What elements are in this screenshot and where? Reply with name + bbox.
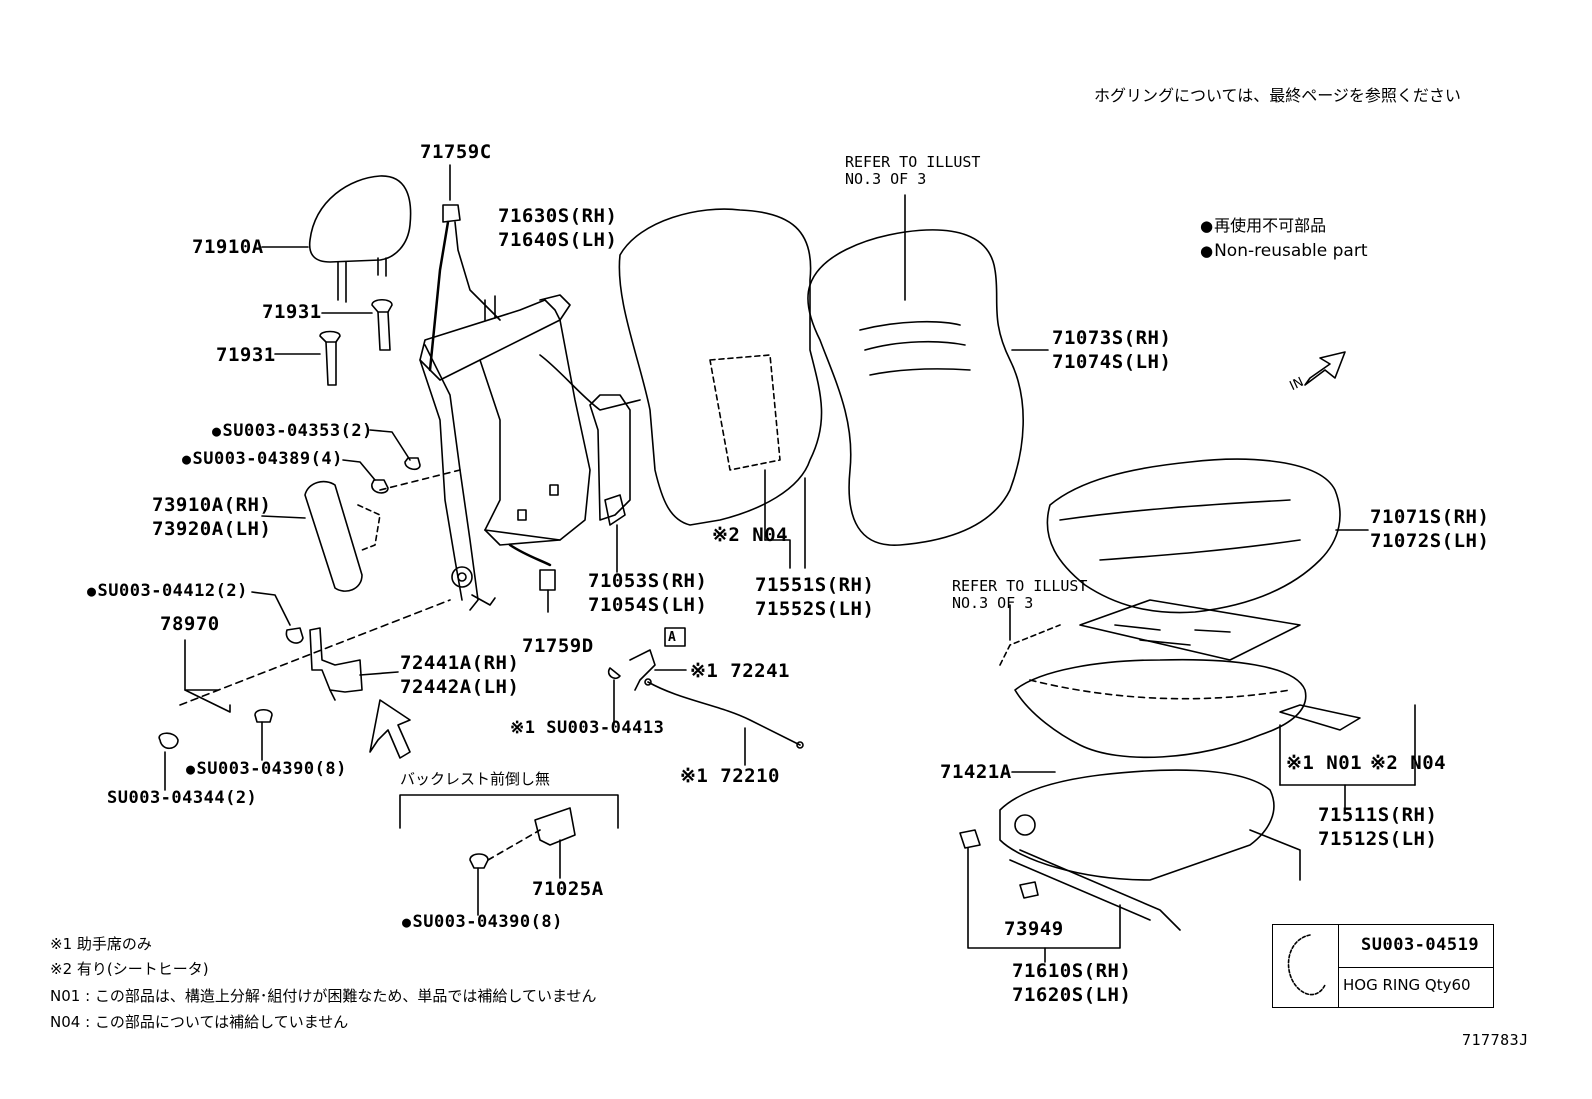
refer-illust-mid-2: NO.3 OF 3 bbox=[952, 594, 1034, 612]
hog-ring-box: SU003-04519 HOG RING Qty60 bbox=[1272, 924, 1494, 1008]
part-78970[interactable]: 78970 bbox=[160, 613, 220, 635]
illustration-id: 717783J bbox=[1462, 1031, 1529, 1049]
part-71074S[interactable]: 71074S(LH) bbox=[1052, 351, 1172, 373]
part-SU003-04412[interactable]: SU003-04412(2) bbox=[87, 583, 248, 600]
part-71072S[interactable]: 71072S(LH) bbox=[1370, 530, 1490, 552]
part-71620S[interactable]: 71620S(LH) bbox=[1012, 984, 1132, 1006]
part-71630S[interactable]: 71630S(RH) bbox=[498, 205, 618, 227]
part-72441A[interactable]: 72441A(RH) bbox=[400, 652, 520, 674]
refer-illust-top-2: NO.3 OF 3 bbox=[845, 170, 927, 188]
reference-mark-A: A bbox=[668, 630, 677, 645]
backrest-frame-drawing bbox=[419, 294, 641, 611]
part-71421A[interactable]: 71421A bbox=[940, 761, 1012, 783]
part-SU003-04389[interactable]: SU003-04389(4) bbox=[182, 451, 343, 468]
part-72442A[interactable]: 72442A(LH) bbox=[400, 676, 520, 698]
note-N01: N01 : この部品は、構造上分解･組付けが困難なため、単品では補給していません bbox=[50, 987, 597, 1005]
part-71025A[interactable]: 71025A bbox=[532, 878, 604, 900]
part-SU003-04390-a[interactable]: SU003-04390(8) bbox=[186, 761, 347, 778]
headrest-drawing bbox=[261, 175, 412, 303]
part-N04-seat-heater-back[interactable]: ※2 N04 bbox=[712, 524, 789, 546]
part-71931-b[interactable]: 71931 bbox=[216, 344, 276, 366]
hog-ring-note: ホグリングについては、最終ページを参照ください bbox=[1094, 86, 1461, 105]
part-N04-seat-heater-cushion[interactable]: ※2 N04 bbox=[1370, 752, 1447, 774]
hog-ring-description: HOG RING Qty60 bbox=[1343, 976, 1471, 994]
refer-illust-top-1: REFER TO ILLUST bbox=[845, 153, 981, 171]
part-SU003-04353[interactable]: SU003-04353(2) bbox=[212, 423, 373, 440]
part-71640S[interactable]: 71640S(LH) bbox=[498, 229, 618, 251]
part-71054S[interactable]: 71054S(LH) bbox=[588, 594, 708, 616]
part-71552S[interactable]: 71552S(LH) bbox=[755, 598, 875, 620]
part-71910A[interactable]: 71910A bbox=[192, 236, 264, 258]
part-71551S[interactable]: 71551S(RH) bbox=[755, 574, 875, 596]
note-2: ※2 有り(シートヒータ) bbox=[50, 960, 209, 978]
part-71759C[interactable]: 71759C bbox=[420, 141, 492, 163]
part-71931-a[interactable]: 71931 bbox=[262, 301, 322, 323]
part-71759D[interactable]: 71759D bbox=[522, 635, 594, 657]
part-SU003-04344[interactable]: SU003-04344(2) bbox=[107, 788, 258, 808]
legend-non-reusable-jp: 再使用不可部品 bbox=[1200, 218, 1326, 234]
part-72210[interactable]: ※1 72210 bbox=[680, 765, 780, 787]
hog-ring-part-number[interactable]: SU003-04519 bbox=[1361, 935, 1480, 955]
legend-non-reusable-en: Non-reusable part bbox=[1200, 243, 1367, 260]
part-73910A[interactable]: 73910A(RH) bbox=[152, 494, 272, 516]
note-1: ※1 助手席のみ bbox=[50, 935, 152, 953]
part-71511S[interactable]: 71511S(RH) bbox=[1318, 804, 1438, 826]
note-N04: N04 : この部品については補給していません bbox=[50, 1013, 349, 1031]
part-71512S[interactable]: 71512S(LH) bbox=[1318, 828, 1438, 850]
part-SU003-04390-b[interactable]: SU003-04390(8) bbox=[402, 914, 563, 931]
part-73920A[interactable]: 73920A(LH) bbox=[152, 518, 272, 540]
refer-illust-mid-1: REFER TO ILLUST bbox=[952, 577, 1088, 595]
part-71053S[interactable]: 71053S(RH) bbox=[588, 570, 708, 592]
no-recline-label: バックレスト前倒し無 bbox=[400, 770, 551, 788]
part-N01[interactable]: ※1 N01 bbox=[1286, 752, 1363, 774]
part-71610S[interactable]: 71610S(RH) bbox=[1012, 960, 1132, 982]
part-71073S[interactable]: 71073S(RH) bbox=[1052, 327, 1172, 349]
part-71071S[interactable]: 71071S(RH) bbox=[1370, 506, 1490, 528]
part-SU003-04413[interactable]: ※1 SU003-04413 bbox=[510, 718, 665, 738]
part-72241[interactable]: ※1 72241 bbox=[690, 660, 790, 682]
part-73949[interactable]: 73949 bbox=[1004, 918, 1064, 940]
